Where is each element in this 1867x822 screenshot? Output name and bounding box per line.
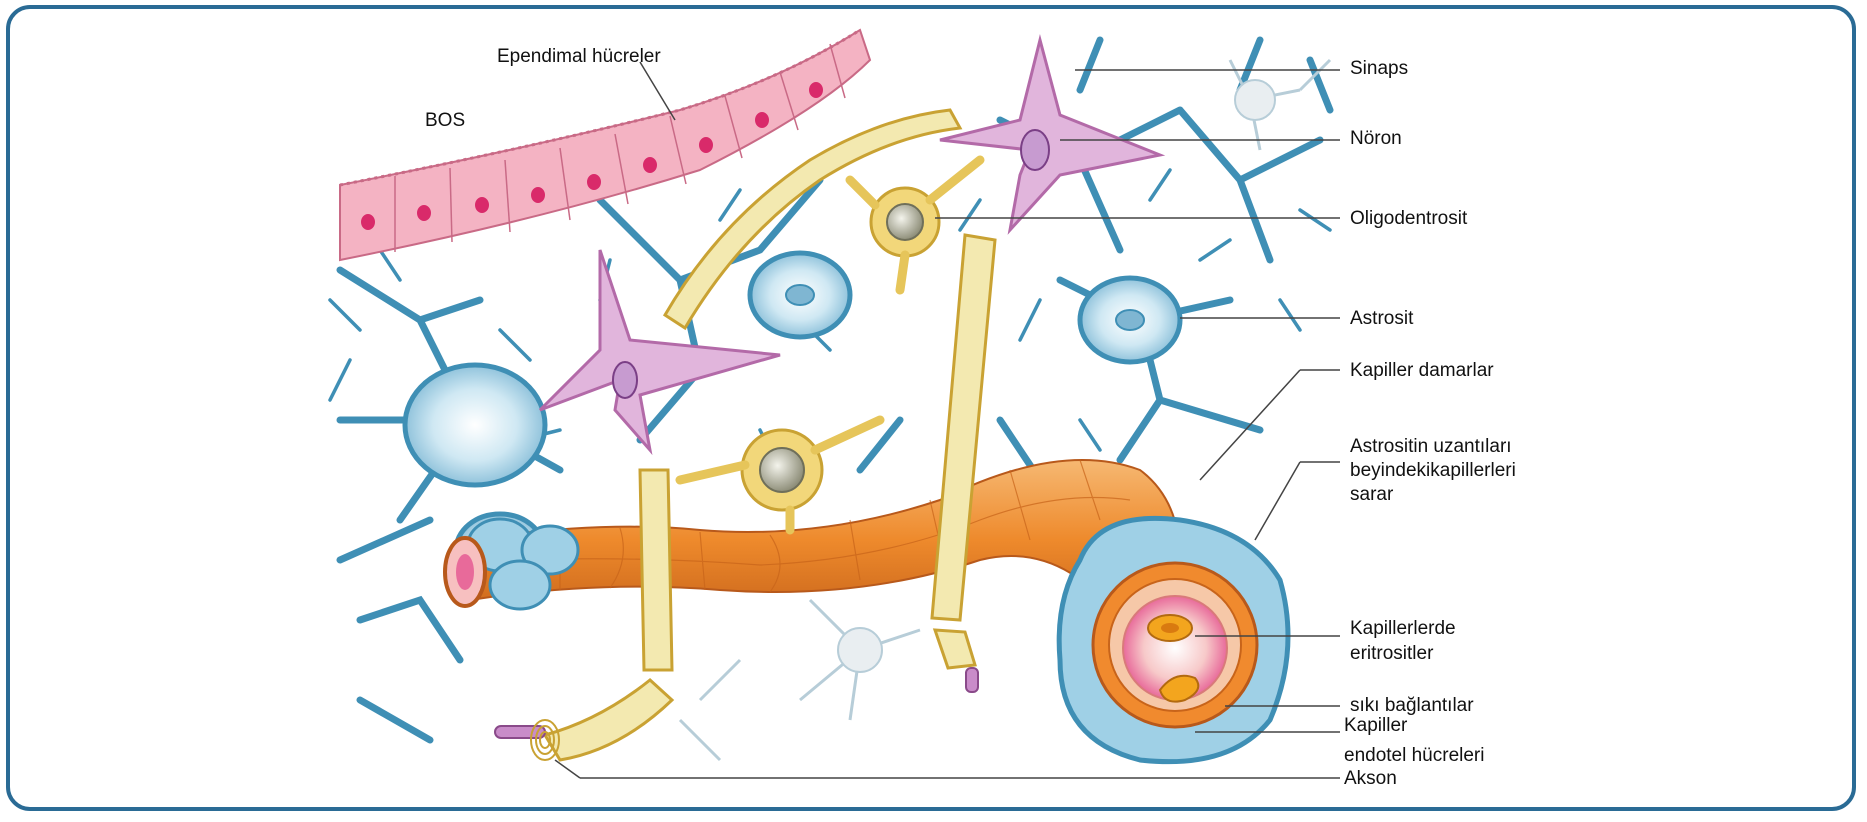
- label-siki-baglantilar: sıkı bağlantılar: [1350, 695, 1474, 717]
- label-akson: Akson: [1344, 768, 1397, 790]
- label-kapillerlerde-2: eritrositler: [1350, 643, 1433, 665]
- label-astrositin-uzantilari-3: sarar: [1350, 484, 1393, 506]
- label-kapillerlerde-1: Kapillerlerde: [1350, 618, 1456, 640]
- label-kapiller-endotel-1: Kapiller: [1344, 715, 1407, 737]
- label-sinaps: Sinaps: [1350, 58, 1408, 80]
- capillary-left-cut: [445, 538, 485, 606]
- label-astrositin-uzantilari-1: Astrositin uzantıları: [1350, 436, 1512, 458]
- label-astrositin-uzantilari-2: beyindekikapillerleri: [1350, 460, 1516, 482]
- label-astrosit: Astrosit: [1350, 308, 1413, 330]
- capillary-cross-section: [1059, 518, 1288, 761]
- label-kapiller-damarlar: Kapiller damarlar: [1350, 360, 1494, 382]
- label-oligodentrosit: Oligodentrosit: [1350, 208, 1467, 230]
- label-noron: Nöron: [1350, 128, 1402, 150]
- label-kapiller-endotel-2: endotel hücreleri: [1344, 745, 1484, 767]
- axon-spiral: [531, 720, 559, 760]
- label-bos: BOS: [425, 110, 465, 132]
- label-ependimal: Ependimal hücreler: [497, 46, 661, 68]
